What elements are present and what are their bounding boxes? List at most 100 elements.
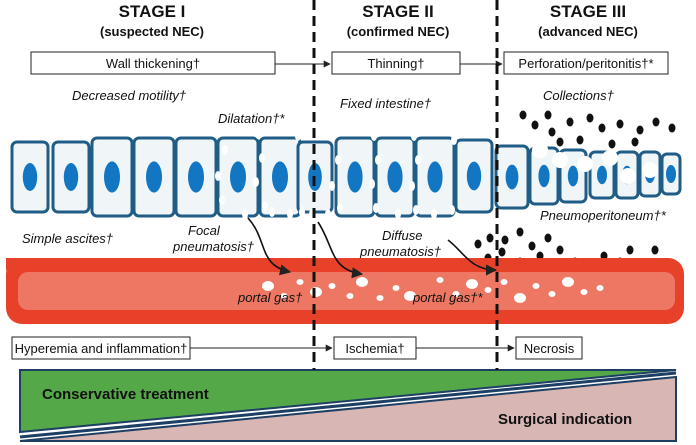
wedge-divider (19, 371, 677, 439)
perforation-gap (577, 156, 593, 172)
conservative-wedge (19, 369, 677, 434)
air-bubble (269, 207, 275, 217)
portal-gas-bubble (596, 285, 604, 291)
cell-nucleus (597, 165, 607, 185)
arrow-perforation-to-vessel (447, 239, 498, 276)
portal-gas-bubble (562, 277, 574, 287)
free-air-dot (531, 120, 539, 130)
stage-1-title: STAGE I (119, 2, 186, 21)
portal-gas-bubble (280, 293, 288, 299)
free-air-dot (636, 125, 644, 135)
air-bubble (299, 207, 305, 217)
portal-gas-bubble (376, 295, 384, 301)
air-bubble (325, 209, 331, 219)
cell-nucleus (666, 165, 676, 183)
pneumoperitoneum-label: Pneumoperitoneum†* (540, 208, 667, 223)
cell-nucleus (230, 161, 246, 193)
air-bubble (395, 209, 401, 219)
air-bubble (371, 131, 377, 141)
portal-gas-bubble (310, 287, 322, 297)
conservative-treatment-label: Conservative treatment (42, 386, 209, 403)
thinning-label: Thinning† (367, 56, 424, 71)
arrow-diffuse-to-vessel (317, 221, 364, 279)
portal-gas-bubble (392, 285, 400, 291)
portal-gas-bubble (404, 291, 416, 301)
free-air-dot (608, 139, 616, 149)
air-bubble (219, 195, 225, 205)
portal-gas-bubble (580, 289, 588, 295)
air-bubble (375, 155, 381, 165)
perforation-gap (532, 142, 548, 158)
fixed-intestine-label: Fixed intestine† (340, 96, 432, 111)
cell-nucleus (347, 161, 363, 193)
free-air-dot (519, 110, 527, 120)
free-air-dot (474, 239, 482, 249)
portal-gas-bubbles (262, 277, 604, 303)
intestinal-cell-layer (10, 136, 682, 218)
air-bubble (415, 155, 421, 165)
free-air-dot (528, 241, 536, 251)
stage-3-title: STAGE III (550, 2, 626, 21)
perforation-gap (620, 168, 636, 184)
portal-gas-bubble (484, 287, 492, 293)
air-bubble (449, 205, 455, 215)
stage-1-subtitle: (suspected NEC) (100, 24, 204, 39)
air-bubble (262, 201, 268, 211)
cell-nucleus (466, 161, 482, 191)
cell-nucleus (63, 163, 79, 191)
free-air-dot (626, 245, 634, 255)
portal-gas-bubble (548, 291, 556, 297)
wall-thickening-label: Wall thickening† (106, 56, 200, 71)
stage-3-subtitle: (advanced NEC) (538, 24, 638, 39)
air-bubble (287, 209, 293, 219)
ischemia-label: Ischemia† (345, 341, 404, 356)
portal-gas-bubble (356, 277, 368, 287)
stage-2-subtitle: (confirmed NEC) (347, 24, 450, 39)
free-air-dot (544, 110, 552, 120)
free-air-dot (556, 245, 564, 255)
cell-nucleus (272, 161, 288, 193)
portal-gas-bubble (296, 279, 304, 285)
cell-nucleus (22, 163, 38, 191)
free-air-dot (576, 135, 584, 145)
portal-gas-bubble (466, 279, 478, 289)
portal-gas-label-2: portal gas†* (412, 290, 483, 305)
air-bubble (337, 203, 343, 213)
air-bubble (222, 145, 228, 155)
air-bubble (215, 171, 221, 181)
wall-thickening-box (30, 51, 276, 75)
free-air-dot (652, 117, 660, 127)
dilatation-label: Dilatation†* (218, 111, 285, 126)
surgical-wedge (19, 375, 677, 442)
cell-nucleus (387, 161, 403, 193)
arrow-focal-to-vessel (247, 217, 292, 276)
portal-gas-bubble (514, 293, 526, 303)
diffuse-pneumatosis-label-line1: Diffuse (382, 228, 422, 243)
air-bubble (329, 181, 335, 191)
free-air-dot (498, 247, 506, 257)
necrosis-label: Necrosis (524, 341, 575, 356)
free-air-dot (586, 113, 594, 123)
blood-vessel-thickened-wall (6, 258, 242, 270)
hyperemia-label: Hyperemia and inflammation† (15, 341, 188, 356)
air-bubble (409, 181, 415, 191)
perforation-gap (642, 162, 658, 178)
portal-gas-bubble (500, 279, 508, 285)
portal-gas-bubble (346, 293, 354, 299)
free-air-dot (501, 235, 509, 245)
necrosis-box (515, 336, 583, 360)
decreased-motility-label: Decreased motility† (72, 88, 187, 103)
air-bubble (413, 205, 419, 215)
air-bubble (253, 177, 259, 187)
cell-nucleus (104, 161, 120, 193)
portal-gas-bubble (262, 281, 274, 291)
air-bubble (411, 131, 417, 141)
air-bubble (373, 203, 379, 213)
free-air-dot (548, 127, 556, 137)
focal-pneumatosis-label-line2: pneumatosis† (172, 239, 255, 254)
free-air-dot (651, 245, 659, 255)
air-bubble (212, 127, 218, 137)
free-air-dot (486, 233, 494, 243)
air-bubble (369, 179, 375, 189)
